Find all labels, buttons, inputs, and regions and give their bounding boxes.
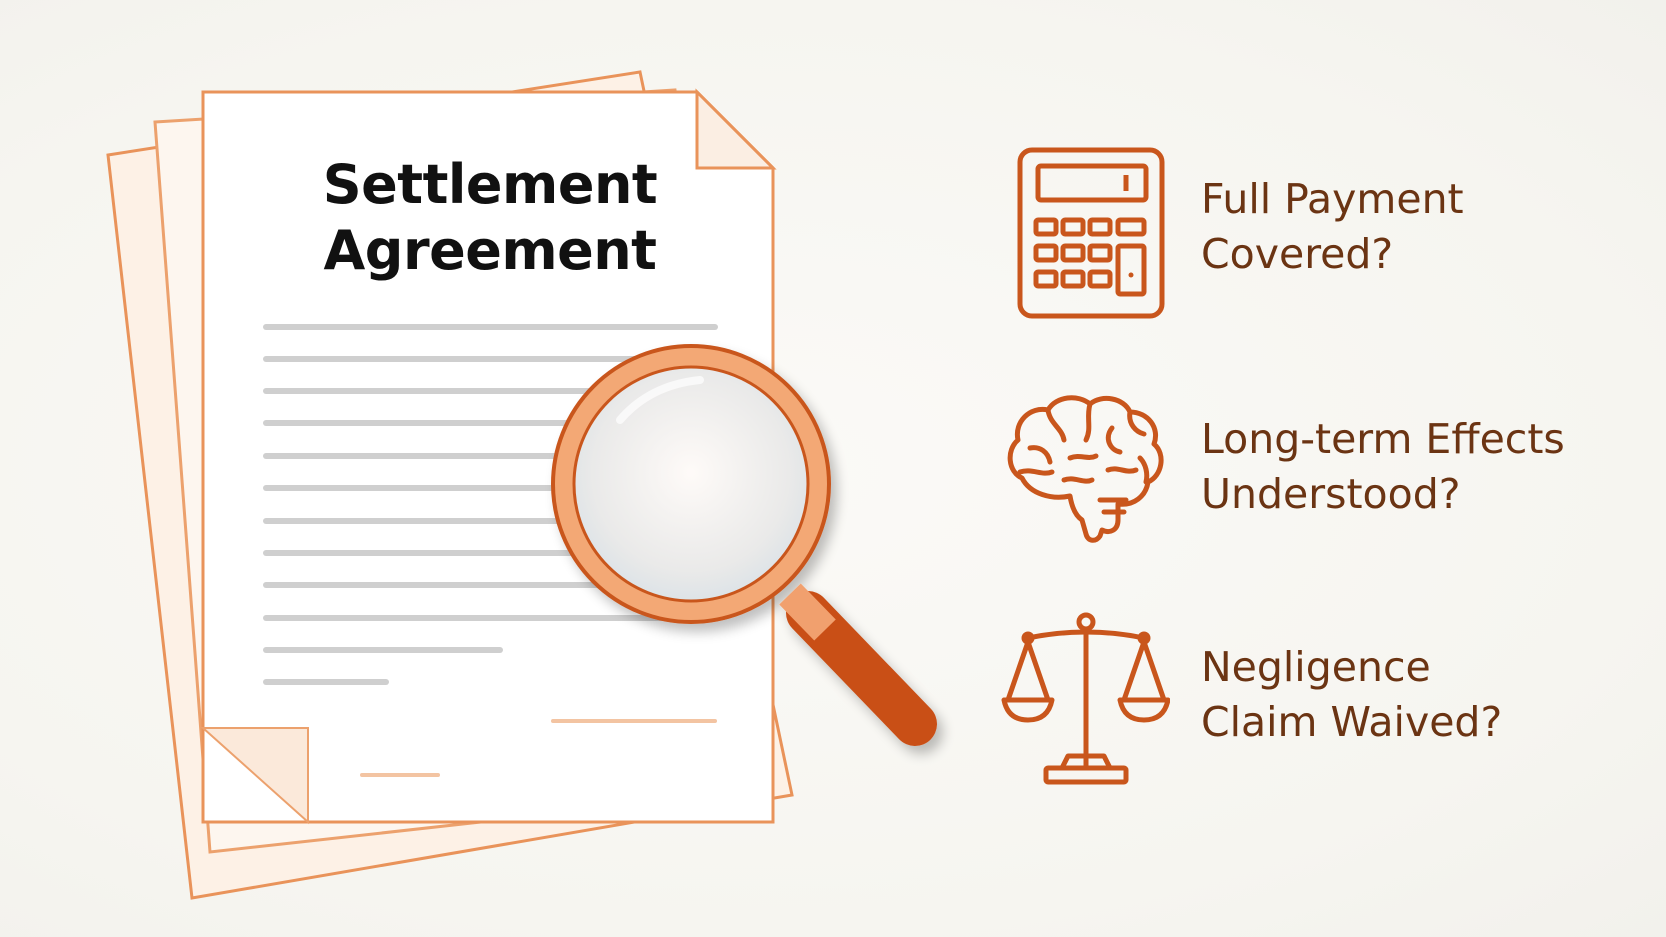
magnifying-glass-icon	[551, 344, 937, 746]
checklist-item-negligence: Negligence Claim Waived?	[1000, 608, 1640, 808]
checklist-item-long-term-effects: Long-term Effects Understood?	[1000, 388, 1640, 588]
checklist-item-payment: Full Payment Covered?	[1000, 142, 1640, 342]
checklist-label-line2: Claim Waived?	[1201, 698, 1503, 746]
signature-lines	[360, 719, 717, 777]
calculator-icon	[1017, 147, 1165, 319]
checklist-label-negligence: Negligence Claim Waived?	[1201, 640, 1502, 750]
checklist-label-line1: Long-term Effects	[1201, 415, 1565, 463]
brain-icon	[1007, 395, 1164, 543]
folded-corner	[695, 88, 777, 170]
checklist-label-line1: Full Payment	[1201, 175, 1464, 223]
checklist-label-line2: Covered?	[1201, 230, 1394, 278]
paper-fold-decoration	[200, 727, 309, 825]
checklist-label-line2: Understood?	[1201, 470, 1461, 518]
document-title: Settlement Agreement	[300, 152, 680, 284]
checklist-label-payment: Full Payment Covered?	[1201, 172, 1464, 282]
checklist-label-line1: Negligence	[1201, 643, 1431, 691]
question-checklist: Full Payment Covered?	[1000, 0, 1640, 937]
scales-of-justice-icon	[1001, 612, 1170, 785]
document-title-line2: Agreement	[323, 219, 657, 282]
document-title-line1: Settlement	[322, 153, 658, 216]
checklist-label-long-term-effects: Long-term Effects Understood?	[1201, 412, 1565, 522]
